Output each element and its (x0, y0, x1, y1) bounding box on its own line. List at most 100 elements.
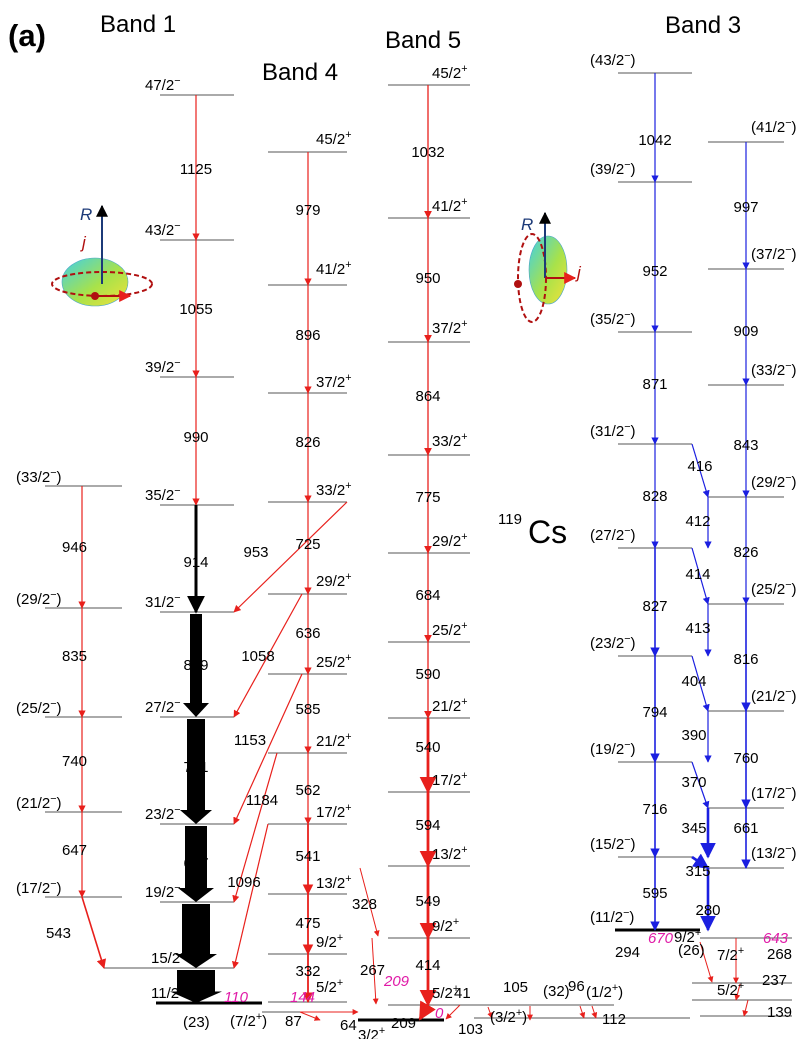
transition-arrow (579, 1005, 586, 1019)
level-spin-label: (41/2−) (751, 117, 797, 136)
transition-energy-label: 390 (681, 727, 706, 744)
band-1-title: Band 1 (100, 11, 176, 38)
transition-arrow (418, 1000, 436, 1021)
level-spin-label: 9/2+ (316, 932, 343, 951)
transition-energy-label: 835 (62, 648, 87, 665)
transition-energy-label: 914 (183, 554, 208, 571)
transition-energy-label: 871 (642, 376, 667, 393)
level-spin-label: 21/2+ (432, 696, 468, 715)
transition-energy-label: 1058 (241, 648, 274, 665)
level-spin-label: (17/2−) (751, 783, 797, 802)
level-spin-label: (29/2−) (751, 472, 797, 491)
transition-arrow (691, 655, 710, 712)
bandhead-energy-label: 670 (648, 930, 674, 947)
bandhead-energy-label: 0 (435, 1005, 444, 1022)
transition-arrow (691, 547, 710, 605)
transition-energy-label: 585 (295, 701, 320, 718)
bandhead-energy-label: 144 (290, 989, 315, 1006)
level-spin-label: (37/2−) (751, 244, 797, 263)
transition-energy-label: 826 (295, 434, 320, 451)
transition-energy-label: 345 (681, 820, 706, 837)
transition-energy-label: 829 (183, 657, 208, 674)
level-spin-label: 17/2+ (432, 770, 468, 789)
transition-energy-label: 843 (733, 437, 758, 454)
transition-energy-label: 474 (183, 925, 208, 942)
level-spin-label: (21/2−) (751, 686, 797, 705)
transition-arrow (233, 673, 303, 825)
transition-energy-label: 826 (733, 544, 758, 561)
transition-energy-label: 684 (415, 587, 440, 604)
level-spin-label: 19/2− (145, 882, 181, 901)
transition-energy-label: 87 (285, 1013, 302, 1030)
transition-energy-label: 209 (391, 1015, 416, 1032)
transition-energy-label: 267 (360, 962, 385, 979)
level-spin-label: 27/2− (145, 697, 181, 716)
level-spin-label: (13/2−) (751, 843, 797, 862)
level-spin-label: 15/2− (151, 948, 187, 967)
level-spin-label: 37/2+ (316, 372, 352, 391)
transition-arrow (180, 719, 212, 824)
transition-energy-label: 952 (642, 263, 667, 280)
level-spin-label: 13/2+ (316, 873, 352, 892)
level-spin-label: (31/2−) (590, 421, 636, 440)
level-spin-label: 31/2− (145, 592, 181, 611)
level-spin-label: 3/2+ (358, 1025, 385, 1039)
bandhead-energy-label: 643 (763, 930, 789, 947)
transition-energy-label: 896 (295, 327, 320, 344)
level-spin-label: 43/2− (145, 220, 181, 239)
rotor-illustration-left: R j (51, 204, 153, 307)
transition-energy-label: 661 (733, 820, 758, 837)
transition-energy-label: 636 (295, 625, 320, 642)
transition-arrow (170, 970, 222, 1003)
level-spin-label: 47/2− (145, 75, 181, 94)
transition-energy-label: 647 (62, 842, 87, 859)
level-spin-label: (15/2−) (590, 834, 636, 853)
level-spin-label: (1/2+) (586, 982, 623, 1001)
transition-energy-label: 414 (415, 957, 440, 974)
transition-energy-label: 990 (183, 429, 208, 446)
level-spin-label: 5/2+ (432, 983, 459, 1002)
j-vector-label: j (80, 233, 87, 252)
transition-energy-label: 370 (681, 774, 706, 791)
transition-energy-label: 412 (685, 513, 710, 530)
level-spin-label: (3/2+) (490, 1007, 527, 1026)
transition-energy-label: 740 (62, 753, 87, 770)
level-spin-label: 11/2− (151, 983, 185, 1002)
transition-arrow (371, 937, 379, 1005)
transition-arrow (445, 1004, 461, 1020)
transition-energy-label: 416 (687, 458, 712, 475)
oblate-nucleus-icon (528, 235, 568, 305)
level-spin-label: 7/2+ (717, 945, 744, 964)
rotor-illustration-right: R j (514, 211, 582, 323)
particle-icon (514, 280, 522, 288)
level-spin-label: 41/2+ (432, 196, 468, 215)
transition-arrow (699, 941, 714, 983)
transition-arrow (231, 823, 269, 969)
transition-arrow (299, 1011, 321, 1021)
level-spin-label: 37/2+ (432, 318, 468, 337)
level-spin-label: 17/2+ (316, 802, 352, 821)
band-3-title: Band 3 (665, 12, 741, 39)
level-spin-label: 25/2+ (316, 652, 352, 671)
band-5-title: Band 5 (385, 27, 461, 54)
level-spin-label: (19/2−) (590, 739, 636, 758)
transition-energy-label: 617 (183, 855, 208, 872)
bandhead-energy-label: 209 (383, 973, 410, 990)
band-4-title: Band 4 (262, 59, 338, 86)
level-spin-label: (33/2−) (751, 360, 797, 379)
transition-energy-label: 237 (762, 972, 787, 989)
transition-energy-label: 1032 (411, 144, 444, 161)
transition-energy-label: 997 (733, 199, 758, 216)
transition-energy-label: 979 (295, 202, 320, 219)
level-spin-label: 29/2+ (316, 571, 352, 590)
transition-arrow (691, 761, 710, 809)
level-spin-label: (27/2−) (590, 525, 636, 544)
bandhead-energy-label: 110 (224, 989, 249, 1006)
level-spin-label: (32) (543, 983, 570, 1000)
orbit-icon (51, 271, 153, 297)
transition-energy-label: 953 (243, 544, 268, 561)
level-spin-label: 41/2+ (316, 259, 352, 278)
level-spin-label: 33/2+ (316, 480, 352, 499)
transition-energy-label: 950 (415, 270, 440, 287)
